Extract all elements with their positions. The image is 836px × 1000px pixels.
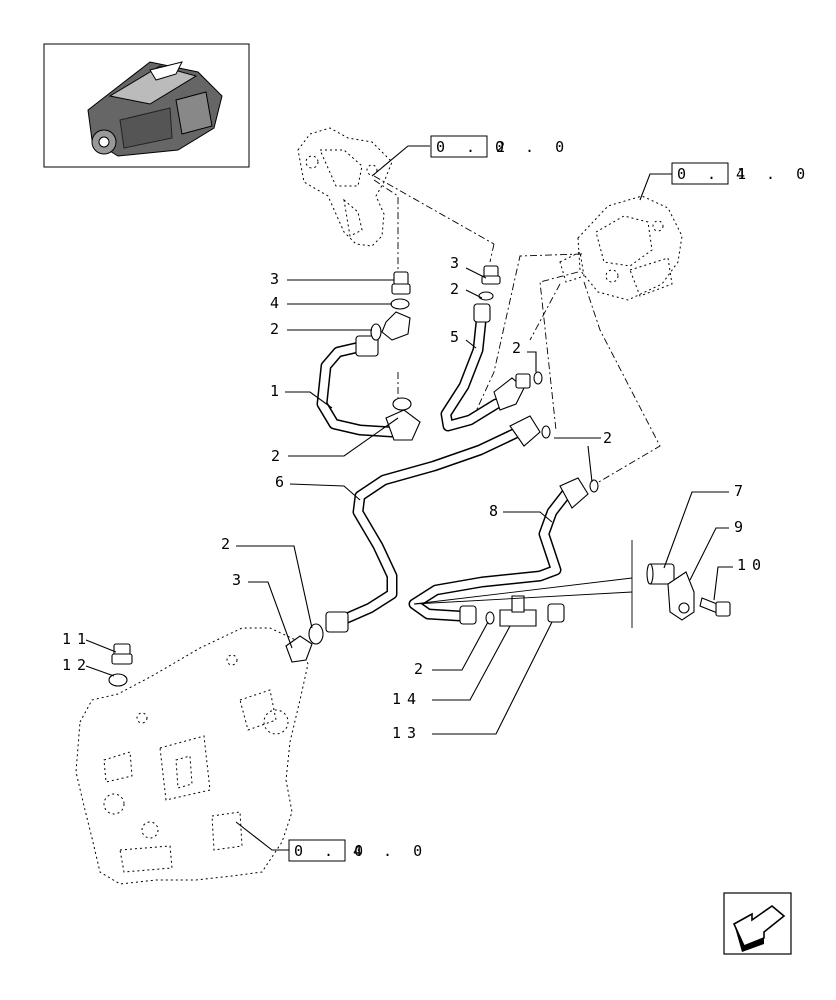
reference-0-14-0-rest-text: 4 . 0	[736, 165, 811, 183]
bolt-10	[699, 597, 731, 617]
callout-2g: 2	[414, 660, 429, 678]
reference-0-04-0[interactable]: 0 . 0 4 . 0	[288, 839, 428, 862]
callout-2a: 2	[270, 320, 285, 338]
seal-washer-4	[390, 298, 410, 310]
engine-thumbnail-icon[interactable]	[43, 43, 250, 168]
o-ring-2e	[541, 425, 551, 439]
crankcase-component	[75, 627, 309, 885]
reference-0-20-0[interactable]: 0 . 2 0 . 0	[430, 135, 570, 158]
callout-9: 9	[734, 518, 749, 536]
o-ring-2c	[478, 291, 494, 301]
callout-8: 8	[489, 502, 504, 520]
callout-12: 12	[62, 656, 92, 674]
callout-3c: 3	[232, 571, 247, 589]
callout-14: 14	[392, 690, 422, 708]
o-ring-2d	[533, 371, 543, 385]
callout-2e: 2	[603, 429, 618, 447]
pipe-6	[325, 415, 541, 633]
pipe-8	[408, 477, 589, 625]
callout-2f: 2	[221, 535, 236, 553]
tee-fitting-14	[499, 595, 537, 627]
callout-2b: 2	[271, 447, 286, 465]
spacer-7	[646, 563, 675, 585]
fitting-13	[547, 603, 565, 623]
callout-4: 4	[270, 294, 285, 312]
callout-13: 13	[392, 724, 422, 742]
pipe-5	[440, 303, 525, 432]
pipe-1	[316, 335, 421, 441]
callout-11: 11	[62, 630, 92, 648]
plug-11	[111, 643, 133, 665]
fitting-5b	[515, 373, 531, 389]
banjo-bolt-3b	[481, 265, 501, 285]
o-ring-2g	[589, 479, 599, 493]
next-page-arrow-icon[interactable]	[723, 892, 792, 955]
clamp-9	[667, 571, 695, 621]
gear-housing-component	[297, 127, 393, 247]
banjo-bolt-3	[391, 271, 411, 295]
callout-2c: 2	[450, 280, 465, 298]
callout-10: 10	[737, 556, 767, 574]
reference-0-20-0-box-text: 0 . 2	[436, 138, 511, 156]
o-ring-14-seal	[485, 611, 495, 625]
reference-0-14-0-box-text: 0 . 1	[677, 165, 752, 183]
callout-2d: 2	[512, 339, 527, 357]
callout-7: 7	[734, 482, 749, 500]
o-ring-2b	[392, 397, 412, 411]
injection-pump-component	[559, 195, 683, 301]
o-ring-2a	[370, 323, 382, 341]
washer-12	[108, 673, 128, 687]
elbow-fitting	[381, 311, 411, 341]
reference-0-04-0-box-text: 0 . 0	[294, 842, 369, 860]
reference-0-04-0-rest-text: 4 . 0	[353, 842, 428, 860]
callout-5: 5	[450, 328, 465, 346]
callout-6: 6	[275, 473, 290, 491]
callout-3a: 3	[270, 270, 285, 288]
callout-1: 1	[270, 382, 285, 400]
callout-3b: 3	[450, 254, 465, 272]
reference-0-20-0-rest-text: 0 . 0	[495, 138, 570, 156]
reference-0-14-0[interactable]: 0 . 1 4 . 0	[671, 162, 811, 185]
o-ring-2f	[308, 623, 324, 645]
banjo-bolt-3c	[285, 635, 313, 663]
